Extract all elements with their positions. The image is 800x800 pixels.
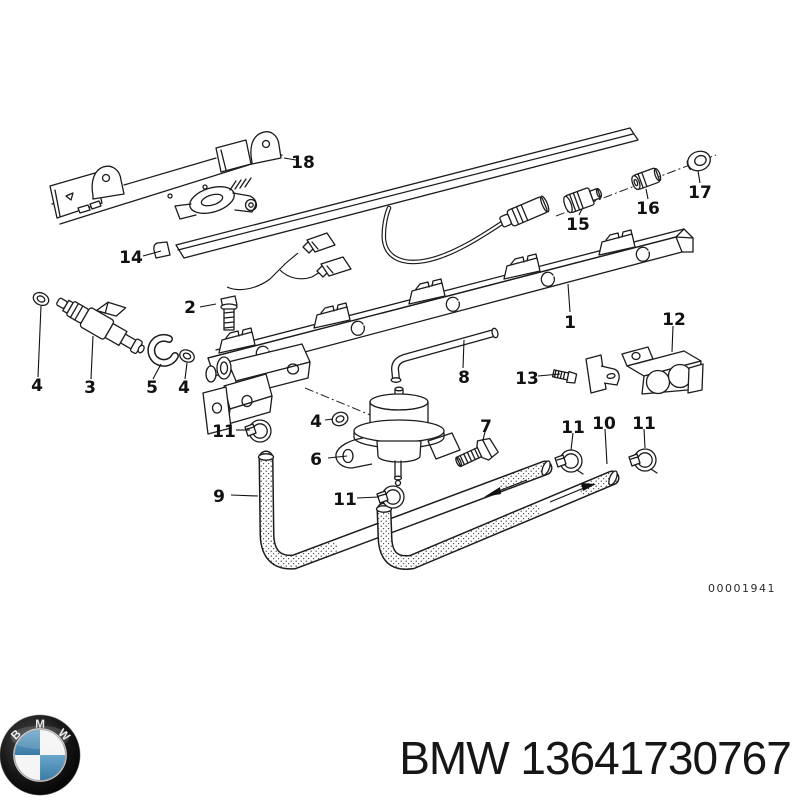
hose-clamp xyxy=(554,449,584,475)
callout-2: 2 xyxy=(184,298,196,318)
callout-11d: 11 xyxy=(632,414,656,434)
hose-clamp xyxy=(244,419,272,443)
seal-ring xyxy=(686,150,711,172)
injector-clamp xyxy=(147,333,179,367)
rail-end-bracket xyxy=(202,343,311,435)
callout-13: 13 xyxy=(515,369,539,389)
injector-cup xyxy=(598,229,636,256)
harness-connector xyxy=(316,256,352,278)
callout-17: 17 xyxy=(688,183,712,203)
holder-plate xyxy=(551,354,620,394)
regulator-bolt xyxy=(455,437,499,468)
bmw-logo: B M W xyxy=(0,714,81,796)
callout-16: 16 xyxy=(636,199,660,219)
callout-8: 8 xyxy=(458,368,470,388)
hose-clamp xyxy=(628,448,658,474)
pressure-cap xyxy=(563,187,603,214)
leader-lines xyxy=(37,157,701,499)
washer xyxy=(331,411,349,427)
injector-cup xyxy=(218,327,256,354)
hose-clamp xyxy=(376,485,405,509)
fuel-rail xyxy=(202,228,694,435)
callout-4b: 4 xyxy=(178,378,190,398)
fuel-injector xyxy=(56,297,145,354)
flow-arrow xyxy=(484,479,528,497)
callout-5: 5 xyxy=(146,378,158,398)
double-clamp-bracket xyxy=(621,346,704,395)
callout-4c: 4 xyxy=(310,412,322,432)
rail-cover xyxy=(153,127,639,259)
callout-18: 18 xyxy=(291,153,315,173)
callout-7: 7 xyxy=(480,417,492,437)
fuel-hose-right xyxy=(375,470,620,570)
pressure-regulator xyxy=(335,386,461,487)
callout-10: 10 xyxy=(592,414,616,434)
feed-pipe xyxy=(390,327,499,383)
part-number-text: BMW 13641730767 xyxy=(399,732,792,784)
valve-insert xyxy=(631,167,662,191)
callout-1: 1 xyxy=(564,313,576,333)
callout-9: 9 xyxy=(213,487,225,507)
drawing-number: 00001941 xyxy=(708,582,776,595)
callout-12: 12 xyxy=(662,310,686,330)
parts-diagram: 18 14 2 4 3 5 4 15 16 17 1 12 13 8 11 4 … xyxy=(31,127,776,595)
callout-4a: 4 xyxy=(31,376,43,396)
injector-cup xyxy=(408,278,446,305)
fuel-hose-left xyxy=(257,450,553,570)
callout-3: 3 xyxy=(84,378,96,398)
callout-11a: 11 xyxy=(212,422,236,442)
harness-connector xyxy=(302,232,336,254)
washer xyxy=(179,349,195,363)
wiring-harness xyxy=(226,195,550,291)
harness-plug xyxy=(499,195,550,228)
injector-cup xyxy=(503,253,541,280)
rail-bolt xyxy=(220,295,238,331)
washer xyxy=(32,291,50,307)
logo-letter-m: M xyxy=(35,718,45,731)
callout-14: 14 xyxy=(119,248,143,268)
flow-arrow xyxy=(549,483,596,503)
callout-11b: 11 xyxy=(333,490,357,510)
callout-6: 6 xyxy=(310,450,322,470)
upper-bracket xyxy=(49,131,283,225)
callout-11c: 11 xyxy=(561,418,585,438)
injector-cup xyxy=(313,302,351,329)
callout-15: 15 xyxy=(566,215,590,235)
